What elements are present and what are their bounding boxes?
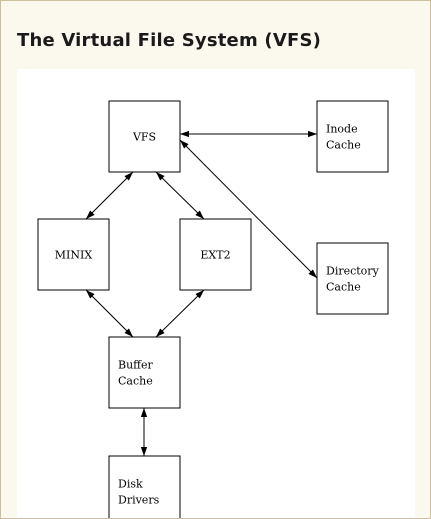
node-minix: MINIX	[37, 218, 110, 291]
node-vfs-label-line-1: VFS	[132, 131, 156, 144]
node-ext2-box	[179, 218, 252, 291]
edge-vfs-to-directory-cache	[179, 139, 318, 279]
edge-vfs-to-minix	[85, 171, 134, 220]
node-buffer-cache-box	[108, 336, 181, 409]
node-vfs-box	[108, 100, 181, 173]
node-directory-cache-label-line-1: Directory	[326, 265, 380, 278]
node-minix-box	[37, 218, 110, 291]
diagram-edges	[85, 130, 318, 456]
node-inode-cache-box	[316, 100, 389, 173]
node-vfs: VFS	[108, 100, 181, 173]
edge-ext2-to-buffer-cache	[155, 289, 205, 338]
node-buffer-cache-label-line-1: Buffer	[118, 359, 153, 372]
edge-minix-to-buffer-cache	[85, 289, 134, 338]
node-ext2: EXT2	[179, 218, 252, 291]
edge-vfs-to-ext2	[155, 171, 205, 220]
node-disk-drivers-label-line-1: Disk	[118, 478, 143, 491]
node-minix-label-line-1: MINIX	[55, 249, 93, 262]
node-directory-cache-label-line-2: Cache	[326, 281, 361, 294]
node-inode-cache-label-line-1: Inode	[326, 123, 358, 136]
node-disk-drivers-label-line-2: Drivers	[118, 494, 160, 507]
node-buffer-cache-label-line-2: Cache	[118, 375, 153, 388]
page-title: The Virtual File System (VFS)	[17, 30, 322, 51]
node-inode-cache-label-line-2: Cache	[326, 139, 361, 152]
node-ext2-label-line-1: EXT2	[200, 249, 230, 262]
node-disk-drivers-box	[108, 455, 181, 518]
node-directory-cache-box	[316, 242, 389, 315]
